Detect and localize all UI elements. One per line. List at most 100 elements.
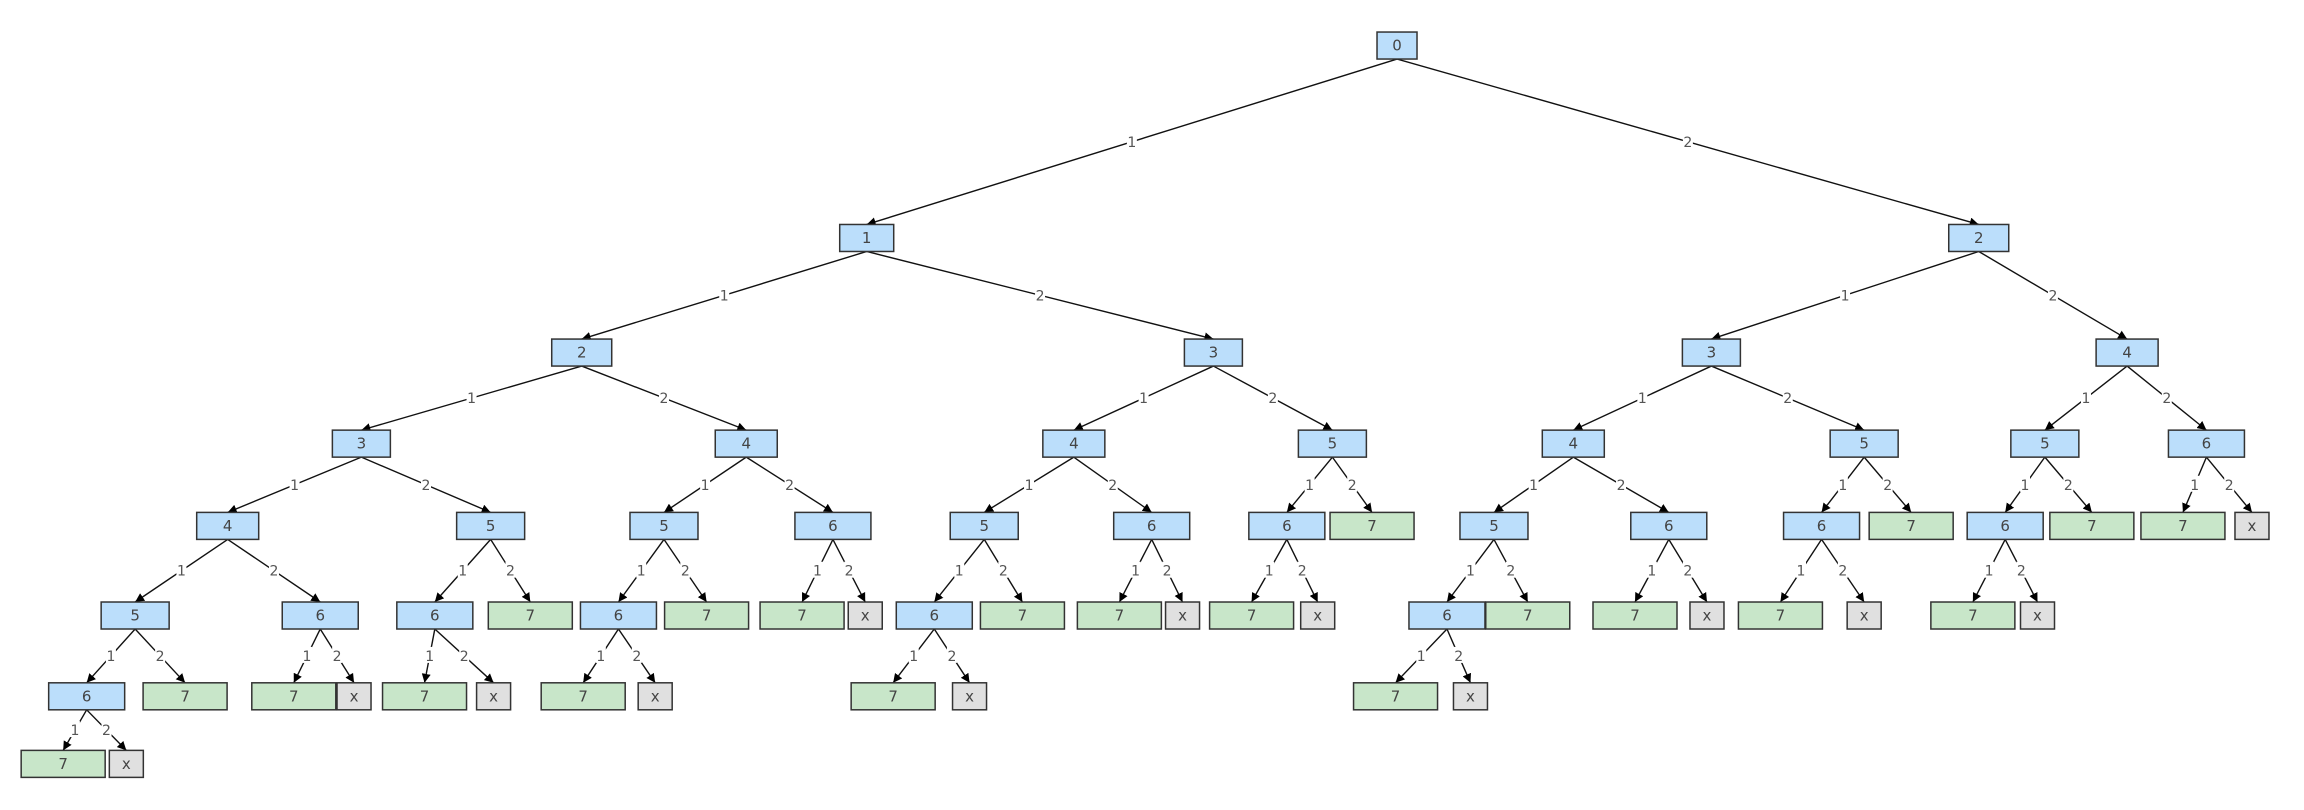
node-label: x xyxy=(2248,517,2257,535)
node-label: 1 xyxy=(862,229,872,247)
edge-label: 2 xyxy=(1883,478,1892,494)
edge-label: 2 xyxy=(2064,478,2073,494)
tree-node-step: 5 xyxy=(455,511,526,541)
step-node-box xyxy=(100,601,170,630)
step-node-box xyxy=(1408,601,1486,630)
node-label: 6 xyxy=(1282,517,1292,535)
goal-node-box xyxy=(1329,511,1415,541)
tree-node-overshoot: x xyxy=(2019,601,2056,630)
node-label: 7 xyxy=(1776,607,1786,625)
edge-label-bg xyxy=(1297,561,1308,578)
node-label: 5 xyxy=(979,517,989,535)
edge-label: 1 xyxy=(637,564,646,580)
edge-label: 2 xyxy=(2225,478,2234,494)
node-label: 7 xyxy=(1523,607,1533,625)
edge-label-bg xyxy=(459,646,470,663)
edge-label: 2 xyxy=(845,564,854,580)
edge-label-bg xyxy=(946,646,957,663)
edge-label-bg xyxy=(631,646,642,663)
edge-label-bg xyxy=(998,561,1009,578)
tree-node-overshoot: x xyxy=(1689,601,1725,630)
node-label: 7 xyxy=(289,687,299,705)
tree-node-goal: 7 xyxy=(2049,511,2135,541)
edge-label-bg xyxy=(2161,389,2172,406)
step-node-box xyxy=(1459,511,1529,541)
step-node-box xyxy=(1183,338,1244,367)
edge-label: 2 xyxy=(2017,564,2026,580)
edge-label-bg xyxy=(1130,561,1141,578)
edge-label-bg xyxy=(636,561,647,578)
node-label: 4 xyxy=(741,435,751,453)
edge-label-bg xyxy=(2016,561,2027,578)
node-label: x xyxy=(1860,607,1869,625)
overshoot-node-box xyxy=(1164,601,1201,630)
node-label: 4 xyxy=(223,517,233,535)
edge-label: 2 xyxy=(785,478,794,494)
node-label: x xyxy=(122,755,131,773)
tree-node-goal: 7 xyxy=(850,682,936,711)
tree-node-goal: 7 xyxy=(1592,601,1678,630)
edge-label: 2 xyxy=(1268,391,1277,407)
tree-node-step: 6 xyxy=(1408,601,1486,630)
tree-node-step: 3 xyxy=(331,429,392,458)
tree-node-step: 4 xyxy=(1042,429,1106,458)
node-label: 7 xyxy=(578,687,588,705)
edge-label-bg xyxy=(1984,561,1995,578)
node-label: 6 xyxy=(2202,435,2212,453)
node-label: x xyxy=(2033,607,2042,625)
node-label: 7 xyxy=(702,607,712,625)
edge-label-bg xyxy=(1465,561,1476,578)
tree-node-goal: 7 xyxy=(759,601,845,630)
edge-label: 1 xyxy=(909,649,918,665)
tree-node-overshoot: x xyxy=(951,682,988,711)
goal-node-box xyxy=(1930,601,2016,630)
node-label: 6 xyxy=(828,517,838,535)
edge-label: 1 xyxy=(955,564,964,580)
edge-label: 2 xyxy=(1783,391,1792,407)
node-label: 5 xyxy=(1328,435,1338,453)
node-label: 6 xyxy=(614,607,624,625)
node-label: x xyxy=(651,687,660,705)
tree-node-goal: 7 xyxy=(1868,511,1954,541)
edge-label: 2 xyxy=(1838,564,1847,580)
overshoot-node-box xyxy=(637,682,673,711)
node-label: 7 xyxy=(1247,607,1257,625)
edge-label: 2 xyxy=(1683,564,1692,580)
node-label: x xyxy=(350,687,359,705)
node-label: 6 xyxy=(930,607,940,625)
tree-node-overshoot: x xyxy=(475,682,512,711)
edge-label-bg xyxy=(2224,475,2235,492)
edge-label-bg xyxy=(1416,646,1427,663)
overshoot-node-box xyxy=(475,682,512,711)
tree-node-step: 1 xyxy=(838,223,895,253)
node-label: 5 xyxy=(1859,435,1869,453)
node-label: 4 xyxy=(1069,435,1079,453)
node-label: 5 xyxy=(2040,435,2050,453)
edge-label-bg xyxy=(954,561,965,578)
tree-node-step: 2 xyxy=(550,338,613,367)
edge-label: 2 xyxy=(1298,564,1307,580)
edge-label-bg xyxy=(2080,389,2091,406)
edge-label-bg xyxy=(457,561,468,578)
edge-label-bg xyxy=(784,475,795,492)
tree-node-goal: 7 xyxy=(1076,601,1163,630)
tree-node-step: 6 xyxy=(1782,511,1861,541)
edge-label-bg xyxy=(1304,475,1315,492)
tree-node-step: 0 xyxy=(1376,31,1418,60)
tree-node-goal: 7 xyxy=(381,682,468,711)
edge-label: 1 xyxy=(813,564,822,580)
tree-node-overshoot: x xyxy=(847,601,883,630)
tree-node-step: 6 xyxy=(1630,511,1708,541)
goal-node-box xyxy=(1868,511,1954,541)
edge-label-bg xyxy=(421,475,432,492)
edge-label-bg xyxy=(1782,389,1793,406)
step-node-box xyxy=(331,429,392,458)
edge-label: 2 xyxy=(1617,478,1626,494)
edge-label-bg xyxy=(1795,561,1806,578)
step-node-box xyxy=(1782,511,1861,541)
tree-node-step: 5 xyxy=(2010,429,2080,458)
node-label: 5 xyxy=(1489,517,1499,535)
node-label: 7 xyxy=(1018,607,1028,625)
tree-node-overshoot: x xyxy=(1452,682,1489,711)
